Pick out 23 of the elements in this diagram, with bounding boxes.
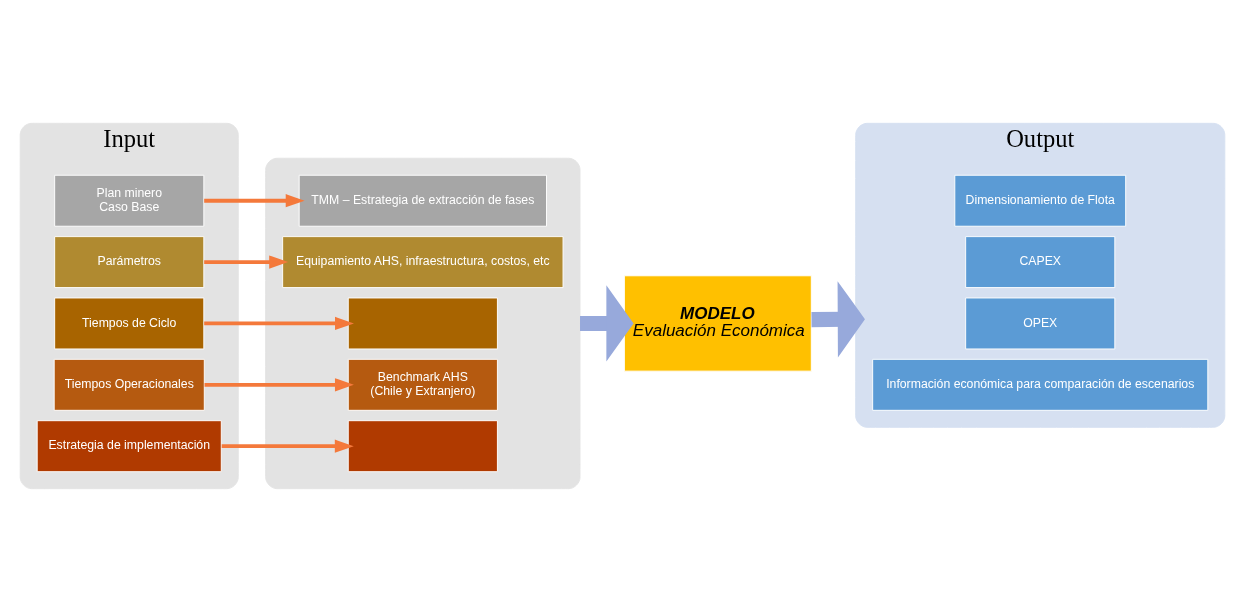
node-box: Equipamiento AHS, infraestructura, costos, etc	[282, 235, 564, 288]
arrow	[204, 377, 354, 391]
arrow	[204, 316, 354, 330]
node-box: OPEX	[965, 297, 1116, 349]
node-box: MODELO Evaluación Económica	[623, 274, 812, 372]
arrow	[204, 193, 305, 207]
node-box: Plan minero Caso Base	[54, 174, 205, 227]
arrow	[580, 284, 634, 362]
node-box: Dimensionamiento de Flota	[954, 174, 1127, 227]
node-box	[347, 419, 498, 472]
node-box: Información económica para comparación de escenarios	[872, 358, 1209, 411]
arrow	[221, 439, 354, 453]
cluster	[265, 157, 581, 489]
node-box	[347, 297, 498, 349]
node-box: Tiempos de Ciclo	[54, 297, 205, 349]
arrow	[811, 280, 865, 357]
arrow	[204, 254, 289, 269]
node-box: Parámetros	[54, 235, 205, 288]
node-box: Benchmark AHS (Chile y Extranjero)	[347, 358, 498, 411]
node-box: Estrategia de implementación	[36, 419, 222, 472]
node-box: TMM – Estrategia de extracción de fases	[298, 174, 547, 227]
node-box: CAPEX	[965, 235, 1116, 288]
node-box: Tiempos Operacionales	[53, 358, 205, 411]
